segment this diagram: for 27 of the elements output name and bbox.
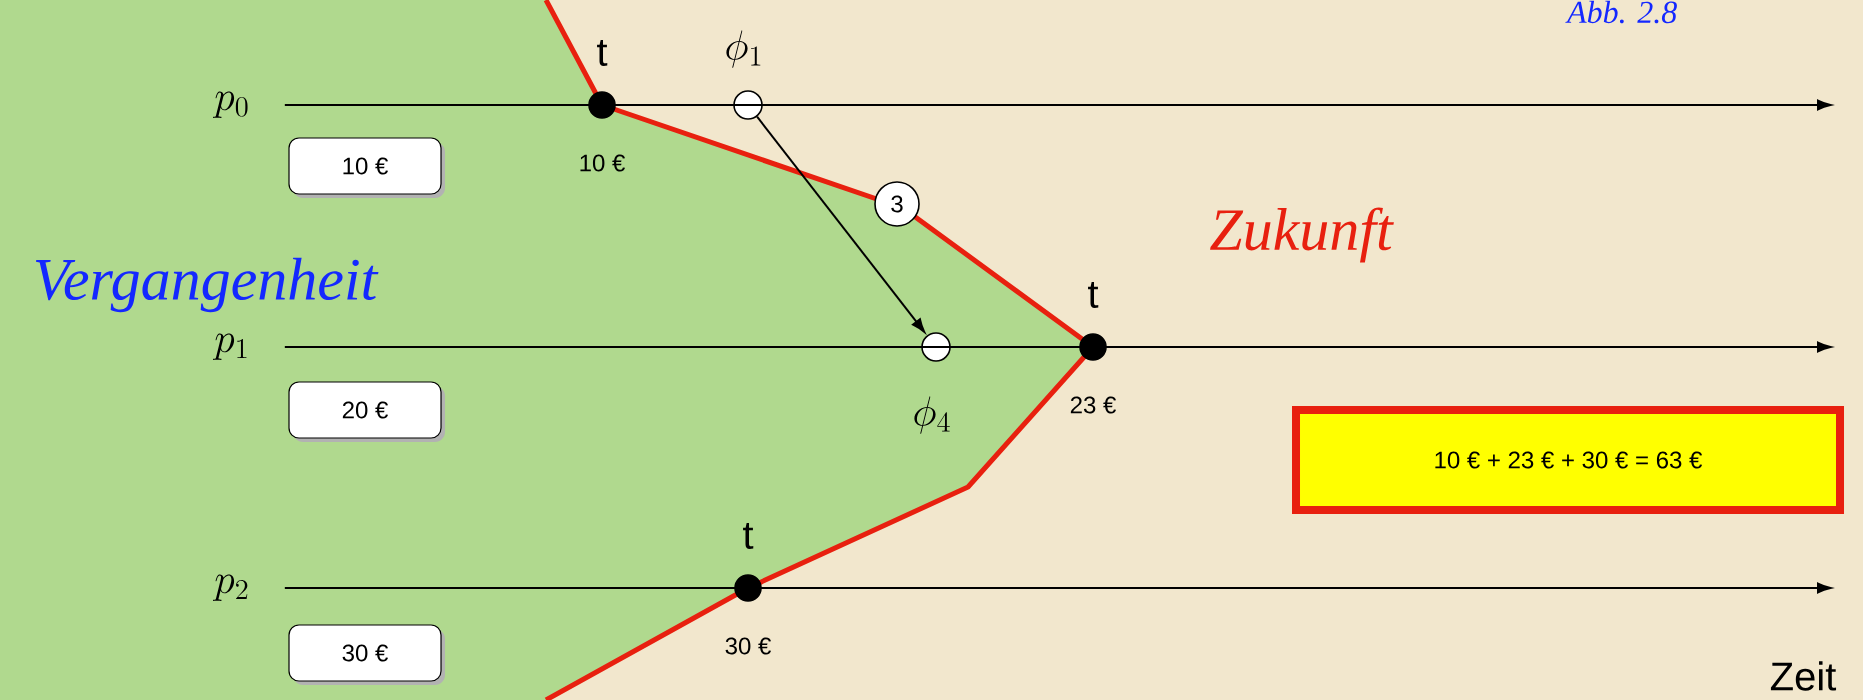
price-box: 20 € <box>288 381 445 442</box>
value-label: 23 € <box>1070 396 1116 414</box>
sum-box: 10 € + 23 € + 30 € = 63 € <box>1292 406 1844 514</box>
process-label: $p_2$ <box>213 574 248 601</box>
checkpoint-label: t <box>597 39 608 67</box>
checkpoint-dot <box>1079 333 1107 361</box>
figure-number: Abb. 2.8 <box>1565 0 1677 24</box>
price-box: 30 € <box>288 624 445 685</box>
price-box: 10 € <box>288 137 445 198</box>
value-label: 30 € <box>725 637 771 655</box>
message-number: 3 <box>874 181 920 227</box>
timeline-arrow <box>283 341 1832 353</box>
event-circle <box>733 90 763 120</box>
event-label: $\phi_4$ <box>914 396 950 434</box>
process-label: $p_0$ <box>213 91 248 118</box>
checkpoint-dot <box>734 574 762 602</box>
event-label: $\phi_1$ <box>726 30 761 68</box>
axis-label: Zeit <box>1770 661 1837 691</box>
checkpoint-label: t <box>743 522 754 550</box>
timeline-arrow <box>283 582 1832 594</box>
value-label: 10 € <box>580 154 625 172</box>
message-arrow <box>756 115 926 333</box>
checkpoint-label: t <box>1088 281 1099 309</box>
process-label: $p_1$ <box>213 333 247 360</box>
region-label: Vergangenheit <box>35 257 379 313</box>
timeline-arrow <box>283 99 1832 111</box>
region-label: Zukunft <box>1210 207 1394 263</box>
